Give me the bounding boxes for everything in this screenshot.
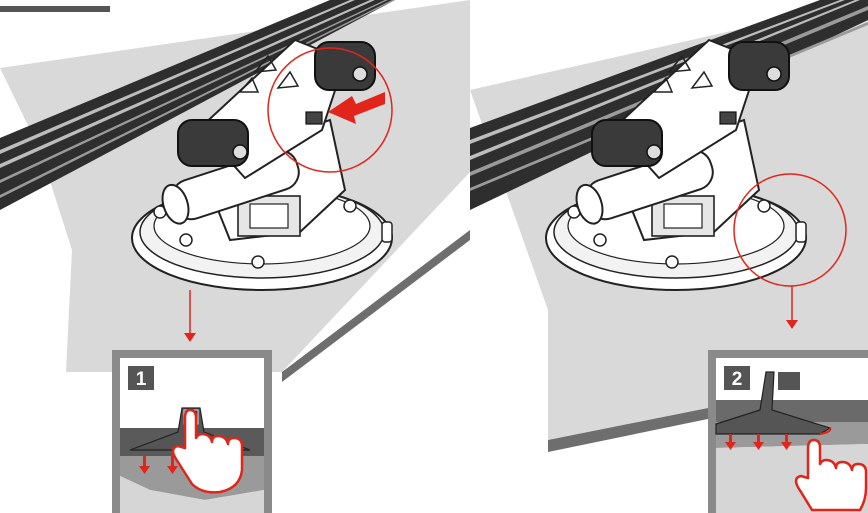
step-label-2: 2 <box>732 369 743 390</box>
knob-right-front <box>592 120 662 166</box>
knob-left-front <box>178 120 248 166</box>
inset-step-2: 2 <box>708 350 868 513</box>
knob-right-back <box>729 42 789 90</box>
panel-left: 1 <box>0 0 470 513</box>
step-label-1: 1 <box>136 369 147 390</box>
header-bar <box>0 6 110 12</box>
panel-right: 2 <box>470 0 868 513</box>
inset-step-1: 1 <box>112 350 272 513</box>
